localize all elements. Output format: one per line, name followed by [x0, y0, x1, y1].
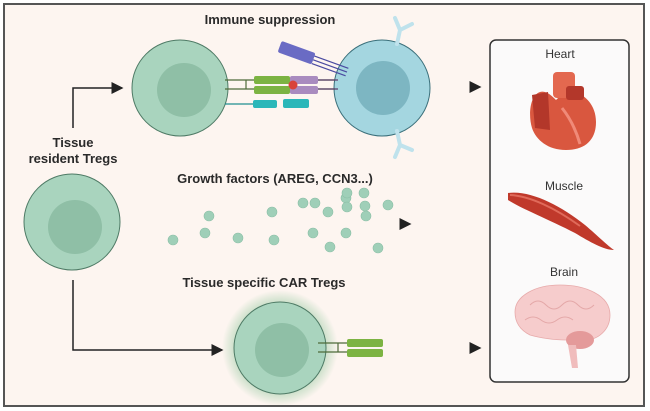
target-cell: [333, 16, 431, 159]
branch-arrow-bottom: [72, 280, 224, 356]
growth-factor-particle: [309, 197, 321, 209]
growth-factor-particle: [341, 187, 353, 199]
car-receptor: [318, 339, 383, 357]
heart-icon: [530, 72, 596, 150]
brain-icon: [514, 284, 611, 368]
receptor-complex: [225, 41, 349, 108]
growth-factor-particle: [266, 206, 278, 218]
growth-factor-particle: [307, 227, 319, 239]
growth-factor-particle: [322, 206, 334, 218]
growth-factor-particle: [340, 227, 352, 239]
organ-label-heart: Heart: [545, 47, 575, 61]
growth-factor-particle: [360, 210, 372, 222]
growth-factor-particle: [167, 234, 179, 246]
antibody-icon: [393, 16, 414, 159]
source-label-line1: Tissue: [53, 135, 94, 150]
treg-cell-top: [131, 39, 229, 137]
growth-factor-particle: [341, 201, 353, 213]
car-treg-cell: [222, 290, 383, 406]
source-label-line2: resident Tregs: [29, 151, 118, 166]
pathway-label-car-tregs: Tissue specific CAR Tregs: [182, 275, 345, 290]
growth-factor-particle: [324, 241, 336, 253]
growth-factor-particle: [232, 232, 244, 244]
source-treg-cell: [23, 173, 121, 271]
growth-factor-particle: [372, 242, 384, 254]
growth-factor-particle: [203, 210, 215, 222]
organ-label-brain: Brain: [550, 265, 578, 279]
growth-factor-particle: [359, 200, 371, 212]
growth-factor-particle: [268, 234, 280, 246]
pathway-label-immune-suppression: Immune suppression: [205, 12, 336, 27]
pathway-label-growth-factors: Growth factors (AREG, CCN3...): [177, 171, 373, 186]
growth-factor-particle: [199, 227, 211, 239]
growth-factor-particle: [358, 187, 370, 199]
growth-factor-particle: [382, 199, 394, 211]
branch-arrow-top: [72, 82, 124, 128]
muscle-icon: [508, 192, 614, 250]
organ-label-muscle: Muscle: [545, 179, 583, 193]
growth-factor-particle: [297, 197, 309, 209]
growth-factor-particles: [167, 187, 394, 254]
